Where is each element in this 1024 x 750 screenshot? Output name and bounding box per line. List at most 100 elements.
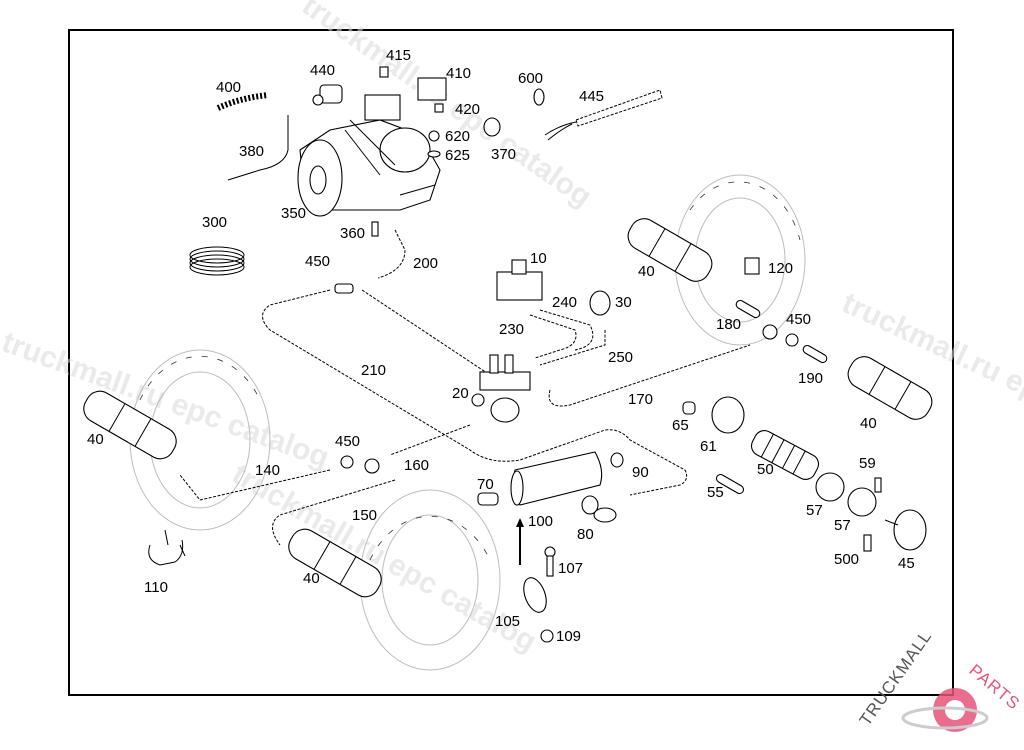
part-label[interactable]: 600	[518, 70, 543, 87]
part-label[interactable]: 55	[707, 484, 724, 501]
clamp-57-b[interactable]	[847, 487, 877, 517]
clamp-30[interactable]	[589, 290, 611, 316]
nut-620[interactable]	[428, 130, 440, 142]
fuse-415[interactable]	[379, 66, 389, 78]
bellows-50[interactable]	[748, 427, 822, 483]
part-label[interactable]: 360	[340, 225, 365, 242]
part-label[interactable]: 57	[806, 502, 823, 519]
part-label[interactable]: 110	[144, 579, 168, 596]
part-label[interactable]: 40	[87, 431, 104, 448]
connector-450-right[interactable]	[762, 324, 799, 347]
connector-450-left[interactable]	[340, 455, 380, 474]
seal-600[interactable]	[533, 88, 545, 106]
part-label[interactable]: 415	[386, 47, 411, 64]
tube-55[interactable]	[715, 473, 745, 495]
clamp-80[interactable]	[581, 495, 617, 523]
muffler-40-top-right[interactable]	[623, 214, 717, 287]
part-label[interactable]: 440	[310, 62, 335, 79]
part-label[interactable]: 30	[615, 294, 632, 311]
pipe-140[interactable]	[179, 469, 331, 501]
part-label[interactable]: 250	[608, 349, 633, 366]
part-label[interactable]: 380	[239, 143, 264, 160]
part-label[interactable]: 45	[898, 555, 915, 572]
heater-unit[interactable]	[297, 94, 441, 217]
pipe-200[interactable]	[377, 229, 406, 279]
part-label[interactable]: 150	[352, 507, 377, 524]
part-label[interactable]: 107	[558, 560, 583, 577]
muffler-40-right[interactable]	[843, 352, 937, 425]
part-label[interactable]: 450	[335, 433, 360, 450]
part-label[interactable]: 50	[757, 461, 774, 478]
ring-61[interactable]	[711, 396, 745, 434]
clamp-57-a[interactable]	[815, 472, 845, 502]
connector-420[interactable]	[434, 103, 444, 113]
part-label[interactable]: 450	[305, 253, 330, 270]
part-label[interactable]: 200	[413, 255, 438, 272]
pipe-250[interactable]	[539, 330, 606, 366]
part-label[interactable]: 400	[216, 79, 241, 96]
part-label[interactable]: 450	[786, 311, 811, 328]
muffler-40-bottom[interactable]	[284, 524, 387, 602]
washer-625[interactable]	[427, 150, 441, 158]
part-label[interactable]: 240	[552, 294, 577, 311]
part-label[interactable]: 180	[716, 316, 741, 333]
muffler-40-left[interactable]	[79, 386, 182, 464]
tank-100[interactable]	[510, 451, 603, 506]
cap-45[interactable]	[893, 509, 927, 551]
pipe-240[interactable]	[539, 309, 594, 351]
connector-450-top[interactable]	[334, 283, 354, 294]
part-label[interactable]: 230	[499, 321, 524, 338]
part-label[interactable]: 109	[556, 628, 581, 645]
clamp-105[interactable]	[519, 575, 550, 616]
screw-59[interactable]	[874, 477, 882, 493]
pipe-70[interactable]	[477, 492, 499, 506]
part-label[interactable]: 160	[404, 457, 429, 474]
grommet-65[interactable]	[682, 401, 696, 415]
clip-110[interactable]	[148, 529, 186, 566]
grommet-370[interactable]	[483, 117, 501, 137]
part-label[interactable]: 500	[834, 551, 859, 568]
part-label[interactable]: 40	[638, 263, 655, 280]
part-label[interactable]: 57	[834, 517, 851, 534]
pipe-160[interactable]	[389, 424, 471, 456]
tee-fitting-440[interactable]	[312, 84, 343, 106]
part-label[interactable]: 100	[528, 513, 553, 530]
relay-410[interactable]	[417, 77, 447, 101]
part-label[interactable]: 105	[495, 613, 520, 630]
part-label[interactable]: 61	[700, 438, 717, 455]
part-label[interactable]: 65	[672, 417, 689, 434]
part-label[interactable]: 59	[859, 455, 876, 472]
part-label[interactable]: 625	[445, 147, 470, 164]
elbow-90[interactable]	[610, 452, 624, 468]
pipe-180[interactable]	[735, 299, 762, 319]
part-label[interactable]: 140	[255, 462, 280, 479]
part-label[interactable]: 445	[579, 88, 604, 105]
pipe-230[interactable]	[529, 314, 577, 359]
fuel-pipe-380[interactable]	[227, 115, 289, 181]
part-label[interactable]: 350	[281, 205, 306, 222]
pipe-150[interactable]	[272, 479, 396, 546]
cable-445[interactable]	[544, 89, 663, 141]
part-label[interactable]: 620	[445, 128, 470, 145]
part-label[interactable]: 20	[452, 385, 469, 402]
part-label[interactable]: 190	[798, 370, 823, 387]
nut-109[interactable]	[540, 629, 554, 643]
screw-500[interactable]	[863, 534, 872, 552]
pipe-210-outer[interactable]	[262, 289, 688, 496]
part-label[interactable]: 210	[361, 362, 386, 379]
part-label[interactable]: 70	[477, 476, 494, 493]
spring-400[interactable]	[216, 92, 269, 111]
valve-10[interactable]	[496, 259, 543, 301]
pipe-170[interactable]	[548, 344, 751, 407]
part-label[interactable]: 90	[632, 464, 649, 481]
part-label[interactable]: 170	[628, 391, 653, 408]
part-label[interactable]: 40	[303, 570, 320, 587]
part-label[interactable]: 420	[455, 101, 480, 118]
bolt-107[interactable]	[544, 546, 556, 577]
pipe-190[interactable]	[802, 344, 829, 364]
manifold-20[interactable]	[471, 354, 531, 423]
part-label[interactable]: 370	[491, 146, 516, 163]
sensor-360[interactable]	[371, 221, 379, 237]
part-label[interactable]: 40	[860, 415, 877, 432]
pipe-210-inner[interactable]	[361, 289, 491, 376]
